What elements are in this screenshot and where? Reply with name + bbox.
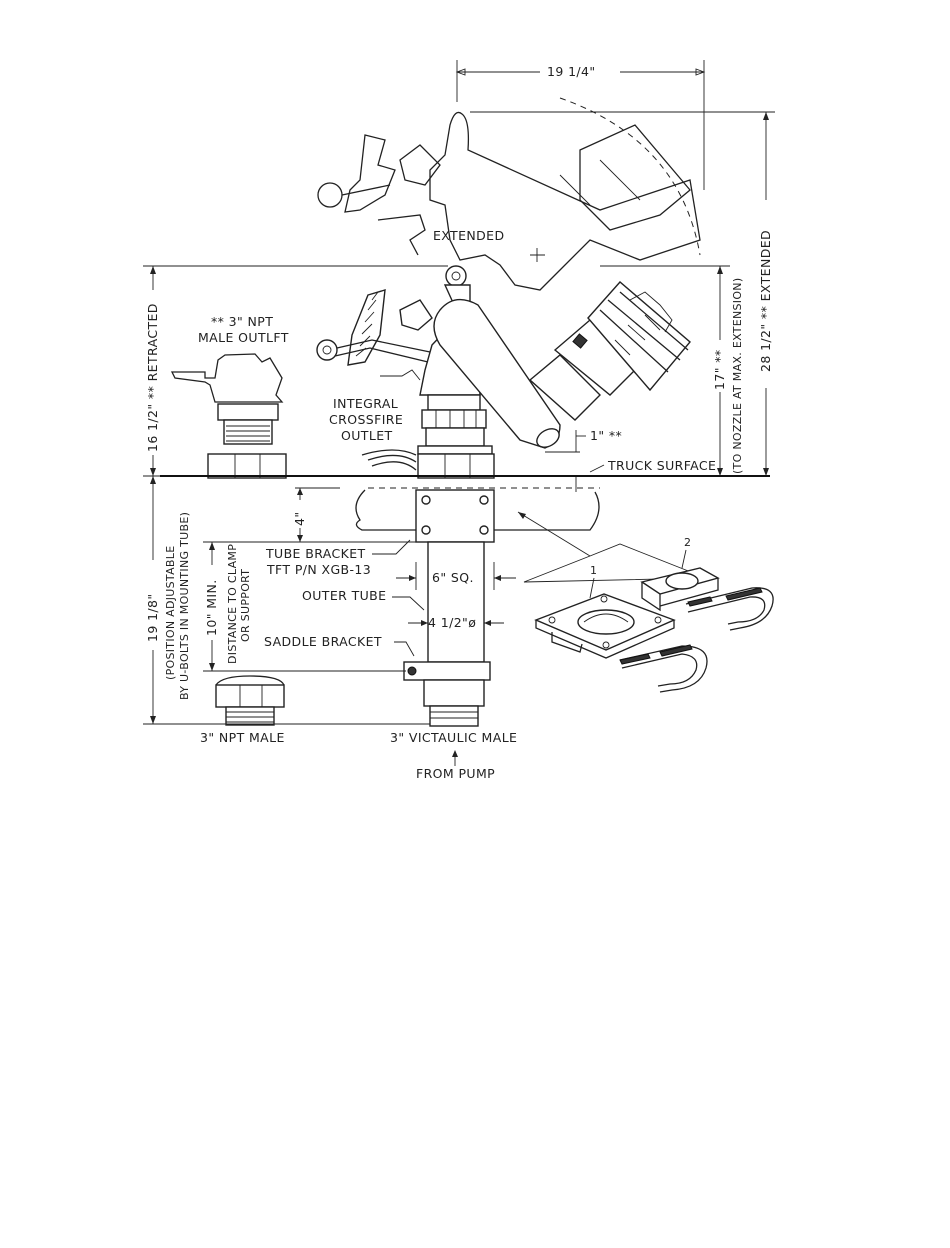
tube-bracket-callout: TUBE BRACKET TFT P/N XGB-13 [265, 539, 411, 577]
crossfire-label-1: INTEGRAL [333, 396, 398, 411]
extended-height-label: 28 1/2" ** EXTENDED [758, 230, 773, 372]
nozzle-height-note: (TO NOZZLE AT MAX. EXTENSION) [731, 278, 744, 474]
extended-monitor-outline: EXTENDED [317, 97, 701, 291]
part-2-callout: 2 [684, 536, 691, 549]
bracket-offset-label: 4" [292, 511, 307, 526]
tube-bracket-label-2: TFT P/N XGB-13 [266, 562, 371, 577]
tube-diameter-label: 4 1/2"ø [428, 615, 476, 630]
below-surface-note-1: (POSITION ADJUSTABLE [164, 546, 177, 680]
from-pump-label: FROM PUMP [416, 766, 495, 781]
clamp-distance-dimension: 10" MIN. DISTANCE TO CLAMP OR SUPPORT [203, 541, 416, 672]
width-dimension: 19 1/4" [455, 60, 706, 190]
crossfire-label-2: CROSSFIRE [329, 412, 403, 427]
below-surface-note-2: BY U-BOLTS IN MOUNTING TUBE) [178, 512, 191, 700]
outer-tube-label: OUTER TUBE [302, 588, 386, 603]
crossfire-label-3: OUTLET [341, 428, 393, 443]
crossfire-outlet-label: INTEGRAL CROSSFIRE OUTLET [329, 396, 403, 443]
below-surface-label: 19 1/8" [145, 593, 160, 642]
part-1-callout: 1 [590, 564, 597, 577]
victaulic-male-label: 3" VICTAULIC MALE [390, 730, 517, 745]
retracted-height-dimension: 16 1/2" ** RETRACTED [143, 265, 448, 476]
nozzle-height-label: 17" ** [712, 349, 727, 390]
tube-square-label: 6" SQ. [432, 570, 474, 585]
npt-male-label: 3" NPT MALE [200, 730, 285, 745]
width-dimension-label: 19 1/4" [547, 64, 596, 79]
monitor-body [316, 265, 691, 479]
clamp-distance-note-2: OR SUPPORT [239, 569, 252, 642]
connection-labels: 3" NPT MALE 3" VICTAULIC MALE FROM PUMP [200, 730, 517, 781]
truck-surface-label: TRUCK SURFACE [607, 458, 716, 473]
extended-height-dimension: 28 1/2" ** EXTENDED [470, 111, 775, 476]
retracted-height-label: 16 1/2" ** RETRACTED [145, 303, 160, 452]
tube-bracket-label-1: TUBE BRACKET [265, 546, 366, 561]
below-surface-dimension: 19 1/8" (POSITION ADJUSTABLE BY U-BOLTS … [143, 475, 430, 725]
nozzle-gap-dimension: 1" ** [545, 428, 622, 492]
npt-outlet-assembly: ** 3" NPT MALE OUTLFT [170, 314, 289, 479]
bracket-kit-exploded-view: 1 2 [517, 511, 774, 693]
extended-label: EXTENDED [433, 228, 504, 243]
mounting-tube-assembly [403, 489, 495, 727]
clamp-distance-note-1: DISTANCE TO CLAMP [226, 544, 239, 664]
nozzle-gap-label: 1" ** [590, 428, 622, 443]
saddle-bracket-callout: SADDLE BRACKET [264, 634, 415, 657]
truck-surface: TRUCK SURFACE [160, 458, 770, 531]
nozzle-height-dimension: 17" ** (TO NOZZLE AT MAX. EXTENSION) [600, 265, 744, 476]
saddle-bracket-label: SADDLE BRACKET [264, 634, 382, 649]
npt-outlet-label-1: ** 3" NPT [211, 314, 273, 329]
npt-male-fitting [215, 675, 285, 726]
clamp-distance-label: 10" MIN. [204, 579, 219, 636]
bracket-offset-dimension: 4" [292, 487, 340, 542]
npt-outlet-label-2: MALE OUTLFT [198, 330, 289, 345]
tube-square-dimension: 6" SQ. [396, 562, 516, 590]
outer-tube-callout: OUTER TUBE [302, 588, 425, 611]
tube-diameter-dimension: 4 1/2"ø [408, 615, 504, 630]
